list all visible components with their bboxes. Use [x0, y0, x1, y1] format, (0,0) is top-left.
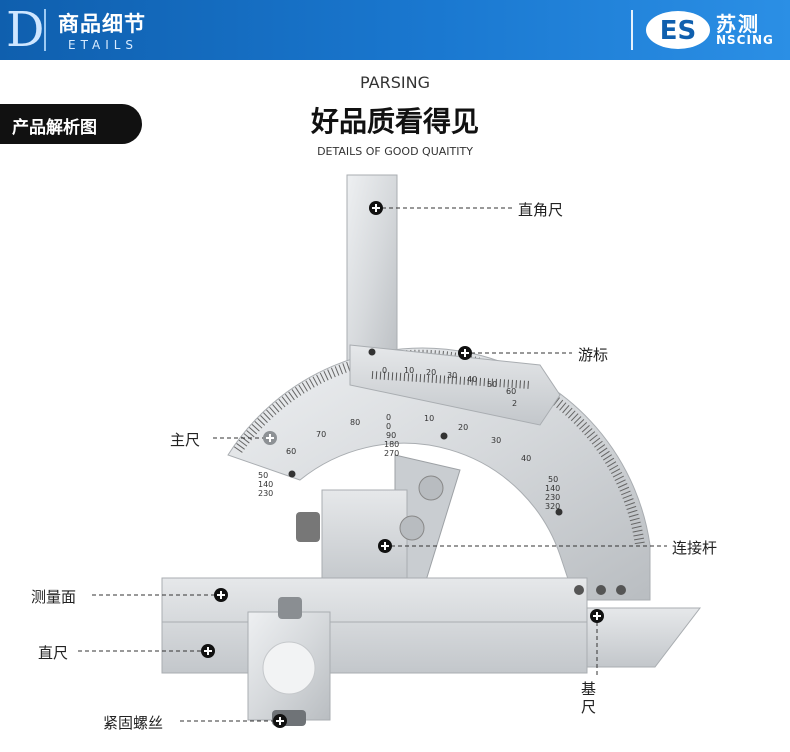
main-scale-label: 20 [458, 423, 468, 432]
brand-divider [631, 10, 633, 50]
plus-circle-icon [263, 431, 277, 445]
clamp-badge-icon [262, 641, 316, 695]
callout-vernier: 游标 [578, 346, 609, 364]
callout-straight-ruler: 直尺 [38, 644, 69, 662]
main-scale-label: 80 [350, 418, 360, 427]
main-scale-label: 320 [545, 502, 560, 511]
vernier-label: 30 [447, 371, 457, 380]
main-scale-labels: 50 60 70 80 0 10 20 30 40 50 140 230 140… [258, 413, 560, 511]
main-scale-label: 10 [424, 414, 434, 423]
straight-ruler [161, 577, 588, 674]
header-title: 商品细节 [58, 12, 146, 36]
center-scale-label: 90 [386, 431, 396, 440]
rivet-icon [368, 348, 376, 356]
callout-markers [201, 201, 604, 728]
main-scale-label: 0 [386, 413, 391, 422]
callout-base-ruler-2: 尺 [581, 698, 597, 716]
tagline: DETAILS OF GOOD QUAITITY [317, 145, 473, 158]
callout-lock-screw: 紧固螺丝 [103, 714, 164, 732]
brand-logo-text: ES [660, 16, 697, 46]
vernier-label: 20 [426, 368, 436, 377]
header-subtitle: ETAILS [68, 38, 139, 52]
main-scale-label: 60 [286, 447, 296, 456]
main-scale-ticks [233, 349, 645, 546]
vernier-label: 10 [404, 366, 414, 375]
section-tag-label: 产品解析图 [12, 118, 97, 138]
main-scale-label: 230 [545, 493, 560, 502]
plus-circle-icon [378, 539, 392, 553]
main-scale-label: 50 [258, 471, 268, 480]
plus-circle-icon [458, 346, 472, 360]
rivet-icon [616, 585, 626, 595]
top-screw-icon [278, 597, 302, 619]
vernier-plate [349, 344, 561, 426]
main-scale-label: 40 [521, 454, 531, 463]
rivet-icon [555, 508, 563, 516]
brand-name-cn: 苏测 [716, 12, 760, 36]
parsing-title: PARSING [360, 73, 430, 92]
callout-base-ruler-1: 基 [581, 680, 597, 698]
brand-logo-icon: ES [646, 11, 710, 49]
header-banner: D 商品细节 ETAILS ES 苏测 NSCING [0, 0, 790, 60]
section-tag: 产品解析图 [0, 104, 142, 144]
rivet-icon [596, 585, 606, 595]
callout-leader-lines [78, 207, 667, 722]
headline: 好品质看得见 [310, 105, 479, 138]
vernier-label: 50 [487, 380, 497, 389]
clamp-block [321, 489, 408, 586]
vernier-label: 0 [382, 366, 387, 375]
main-scale-label: 70 [316, 430, 326, 439]
callout-measuring-face: 测量面 [31, 588, 77, 606]
rivet-icon [574, 585, 584, 595]
header-letter: D [6, 2, 45, 58]
vernier-label: 2 [512, 399, 517, 408]
vernier-label: 60 [506, 387, 516, 396]
brand-name-en: NSCING [716, 33, 774, 47]
plus-circle-icon [214, 588, 228, 602]
center-scale-label: 0 [386, 422, 391, 431]
rivet-icon [440, 432, 448, 440]
header-divider [44, 9, 46, 51]
vernier-scale-labels: 0 10 20 30 40 50 60 2 [382, 366, 517, 408]
callout-connecting-rod: 连接杆 [672, 539, 718, 557]
plus-circle-icon [201, 644, 215, 658]
side-screw-icon [296, 512, 320, 542]
rod-knob-icon [399, 515, 425, 541]
rivet-icon [288, 470, 296, 478]
callout-square-ruler: 直角尺 [518, 201, 564, 219]
plus-circle-icon [590, 609, 604, 623]
main-scale-label: 50 [548, 475, 558, 484]
center-scale-label: 270 [384, 449, 399, 458]
main-scale-label: 30 [491, 436, 501, 445]
callout-main-scale: 主尺 [170, 431, 201, 449]
main-scale-label: 230 [258, 489, 273, 498]
center-scale-label: 180 [384, 440, 399, 449]
main-scale-label: 140 [258, 480, 273, 489]
main-scale-label: 140 [545, 484, 560, 493]
rod-knob-icon [418, 475, 444, 501]
plus-circle-icon [369, 201, 383, 215]
vernier-label: 40 [467, 375, 477, 384]
plus-circle-icon [273, 714, 287, 728]
